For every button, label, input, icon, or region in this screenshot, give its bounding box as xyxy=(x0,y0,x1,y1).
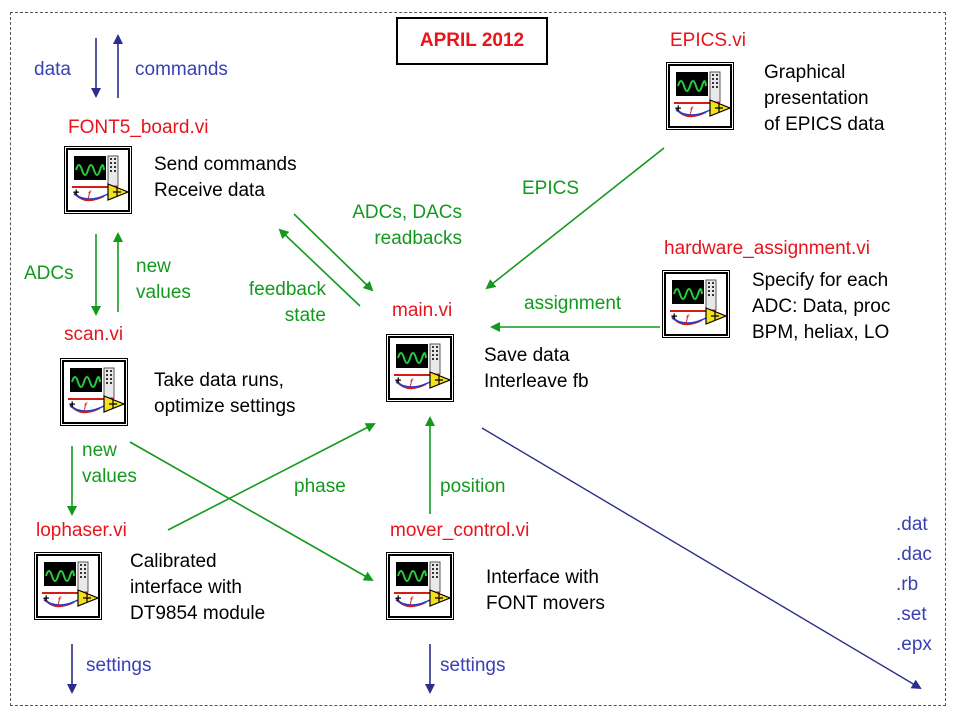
main-desc-line: Interleave fb xyxy=(484,371,589,392)
settings-label-lophaser: settings xyxy=(86,655,152,676)
svg-text:+: + xyxy=(69,399,75,411)
new-values-label-2: new values xyxy=(82,438,137,490)
main-description: Save data Interleave fb xyxy=(484,343,589,395)
data-label: data xyxy=(34,59,71,80)
commands-label: commands xyxy=(135,59,228,80)
adcs-dacs-readbacks-label: ADCs, DACs readbacks xyxy=(306,200,462,252)
mover-desc-line: Interface with xyxy=(486,567,599,588)
main-vi-icon[interactable]: + ƒ xyxy=(386,334,454,402)
hardware-desc-line: Specify for each xyxy=(752,270,889,291)
phase-arrow xyxy=(167,423,376,531)
hardware-assignment-title: hardware_assignment.vi xyxy=(664,238,870,259)
hardware-desc-line: ADC: Data, proc xyxy=(752,296,891,317)
svg-text:+: + xyxy=(395,593,401,605)
svg-text:ƒ: ƒ xyxy=(408,377,414,389)
epics-description: Graphical presentation of EPICS data xyxy=(764,60,884,138)
feedback-state-label: feedback state xyxy=(216,277,326,329)
epics-vi-icon[interactable]: + ƒ xyxy=(666,62,734,130)
adcs-label: ADCs xyxy=(24,263,74,284)
file-extension: .dac xyxy=(896,544,932,565)
main-desc-line: Save data xyxy=(484,345,570,366)
readbacks-arrow xyxy=(293,213,374,292)
svg-text:+: + xyxy=(43,593,49,605)
mover-control-vi-icon[interactable]: + ƒ xyxy=(386,552,454,620)
hardware-assignment-vi-icon[interactable]: + ƒ xyxy=(662,270,730,338)
new-values-line: values xyxy=(136,282,191,303)
main-title: main.vi xyxy=(392,300,453,321)
new-values-line: new xyxy=(82,440,117,461)
epics-title: EPICS.vi xyxy=(670,30,747,51)
scan-vi-icon[interactable]: + ƒ xyxy=(60,358,128,426)
file-output-arrow xyxy=(481,427,922,690)
lophaser-description: Calibrated interface with DT9854 module xyxy=(130,549,265,627)
mover-control-description: Interface with FONT movers xyxy=(486,565,605,617)
mover-desc-line: FONT movers xyxy=(486,593,605,614)
epics-desc-line: presentation xyxy=(764,88,869,109)
svg-text:ƒ: ƒ xyxy=(408,595,414,607)
lophaser-vi-icon[interactable]: + ƒ xyxy=(34,552,102,620)
epics-desc-line: of EPICS data xyxy=(764,114,885,135)
lophaser-desc-line: Calibrated xyxy=(130,551,217,572)
new-values-line: values xyxy=(82,466,137,487)
svg-text:+: + xyxy=(73,187,79,199)
hardware-desc-line: BPM, heliax, LO xyxy=(752,322,890,343)
position-label: position xyxy=(440,476,506,497)
svg-text:+: + xyxy=(395,375,401,387)
scan-to-mover-arrow xyxy=(129,441,374,581)
readbacks-line: readbacks xyxy=(374,228,462,249)
new-values-line: new xyxy=(136,256,171,277)
font5-board-vi-icon[interactable]: + ƒ xyxy=(64,146,132,214)
new-values-label-1: new values xyxy=(136,254,191,306)
svg-text:ƒ: ƒ xyxy=(684,313,690,325)
feedback-state-arrow xyxy=(278,228,361,307)
epics-flow-label: EPICS xyxy=(522,178,580,199)
epics-arrow xyxy=(485,147,665,290)
lophaser-title: lophaser.vi xyxy=(36,520,127,541)
assignment-label: assignment xyxy=(524,293,622,314)
svg-text:ƒ: ƒ xyxy=(688,105,694,117)
file-extension: .rb xyxy=(896,574,919,595)
svg-text:ƒ: ƒ xyxy=(86,189,92,201)
svg-text:+: + xyxy=(671,311,677,323)
feedback-state-line: feedback xyxy=(248,279,326,300)
feedback-state-line: state xyxy=(284,305,326,326)
scan-title: scan.vi xyxy=(64,324,124,345)
file-extension: .set xyxy=(896,604,927,625)
scan-desc-line: Take data runs, xyxy=(154,370,284,391)
font5-board-desc-line: Receive data xyxy=(154,180,265,201)
dashed-frame xyxy=(10,12,946,706)
font5-board-title: FONT5_board.vi xyxy=(68,117,209,138)
file-extension: .epx xyxy=(896,634,932,655)
readbacks-line: ADCs, DACs xyxy=(352,202,462,223)
phase-label: phase xyxy=(294,476,346,497)
lophaser-desc-line: interface with xyxy=(130,577,242,598)
scan-desc-line: optimize settings xyxy=(154,396,296,417)
file-extensions-list: .dat .dac .rb .set .epx xyxy=(896,510,932,660)
settings-label-mover: settings xyxy=(440,655,506,676)
font5-board-description: Send commands Receive data xyxy=(154,152,297,204)
date-box: APRIL 2012 xyxy=(396,17,548,65)
epics-desc-line: Graphical xyxy=(764,62,846,83)
font5-board-desc-line: Send commands xyxy=(154,154,297,175)
scan-description: Take data runs, optimize settings xyxy=(154,368,296,420)
date-label: APRIL 2012 xyxy=(419,30,525,51)
svg-text:+: + xyxy=(675,103,681,115)
mover-control-title: mover_control.vi xyxy=(390,520,530,541)
file-extension: .dat xyxy=(896,514,928,535)
svg-text:ƒ: ƒ xyxy=(82,401,88,413)
lophaser-desc-line: DT9854 module xyxy=(130,603,266,624)
svg-text:ƒ: ƒ xyxy=(56,595,62,607)
hardware-assignment-description: Specify for each ADC: Data, proc BPM, he… xyxy=(752,268,890,346)
